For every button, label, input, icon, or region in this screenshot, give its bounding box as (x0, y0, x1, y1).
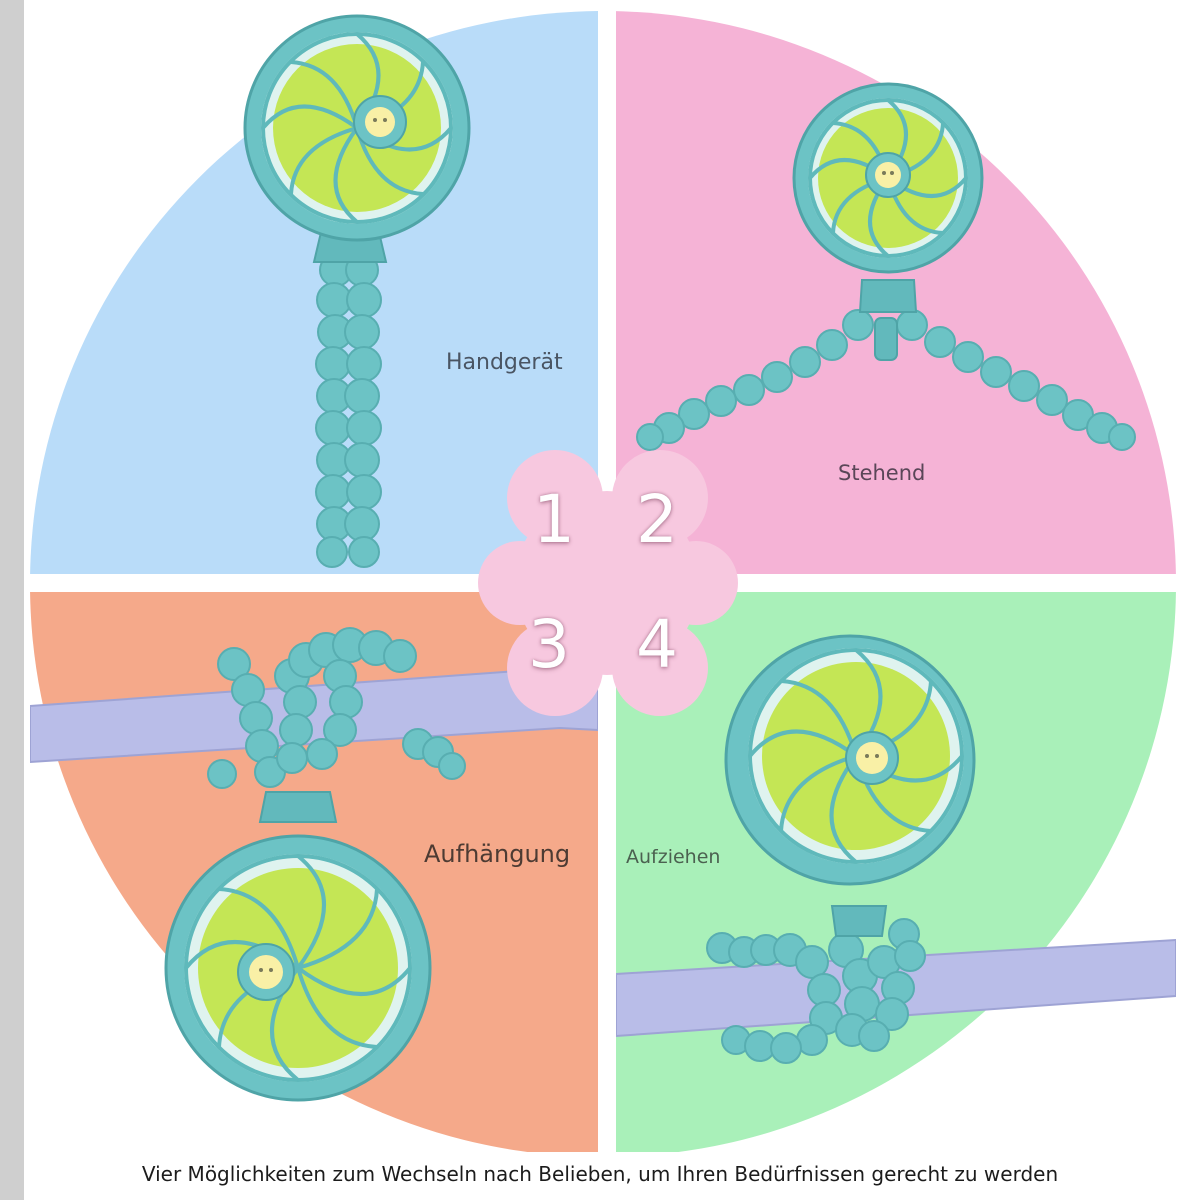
mode-label-standing: Stehend (838, 461, 926, 485)
fan-hanging (164, 627, 466, 1102)
mode-number-1: 1 (533, 481, 575, 558)
mode-number-2: 2 (636, 481, 678, 558)
mode-label-clamping: Aufziehen (626, 846, 721, 868)
mode-label-hanging: Aufhängung (424, 840, 571, 868)
caption-text: Vier Möglichkeiten zum Wechseln nach Bel… (141, 1162, 1059, 1186)
center-number-badge (478, 450, 738, 716)
mode-number-3: 3 (528, 606, 570, 683)
fan-handheld (243, 14, 471, 568)
fan-standing (636, 82, 1136, 451)
mode-label-handheld: Handgerät (446, 350, 563, 375)
mode-number-4: 4 (636, 606, 678, 683)
fan-clamped (706, 634, 976, 1064)
left-edge-strip (0, 0, 24, 1200)
